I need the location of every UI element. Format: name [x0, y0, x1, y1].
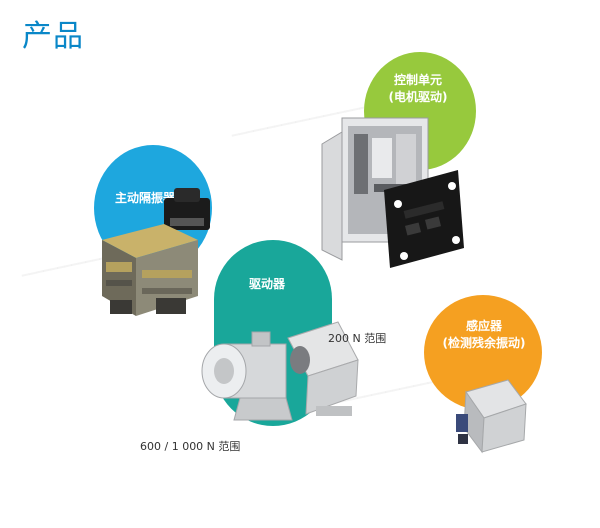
sensor-image: [456, 379, 527, 454]
large-range-caption: 600 / 1 000 N 范围: [140, 440, 241, 453]
isolator-label-text: 主动隔振器: [114, 191, 175, 205]
small-range-caption: 200 N 范围: [328, 332, 387, 345]
sensor-label-line2: (检测残余振动): [442, 336, 526, 350]
controller-label-line2: (电机驱动): [388, 90, 448, 104]
driver-label: 驱动器: [232, 276, 302, 293]
controller-label: 控制单元 (电机驱动): [378, 72, 458, 106]
isolator-label: 主动隔振器: [105, 190, 185, 207]
controller-image: [321, 117, 464, 268]
isolator-image: [102, 188, 210, 316]
controller-label-line1: 控制单元: [393, 73, 442, 87]
sensor-label: 感应器 (检测残余振动): [432, 318, 536, 352]
driver-image: [201, 321, 359, 421]
page-title: 产品: [22, 19, 84, 54]
sensor-label-line1: 感应器: [465, 319, 502, 333]
driver-label-text: 驱动器: [248, 277, 285, 291]
